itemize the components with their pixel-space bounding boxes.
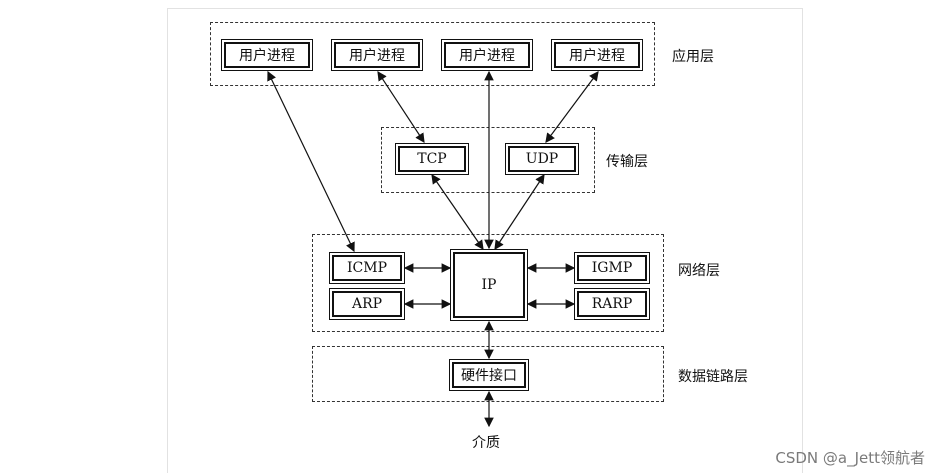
igmp-box: IGMP [574,252,650,284]
arrow-udp-ip [494,173,545,251]
icmp-box: ICMP [329,252,405,284]
hardware-interface-box: 硬件接口 [449,359,529,391]
user-process-box-3: 用户进程 [441,39,533,71]
tcp-box: TCP [395,143,469,175]
user-process-box-2: 用户进程 [331,39,423,71]
application-layer-box [210,22,655,86]
user-process-box-4: 用户进程 [551,39,643,71]
arrow-process4-udp [545,71,599,143]
udp-box: UDP [505,143,579,175]
medium-label: 介质 [472,435,500,451]
user-process-box-1: 用户进程 [221,39,313,71]
transport-layer-label: 传输层 [606,154,648,170]
csdn-watermark: CSDN @a_Jett领航者 [775,449,925,467]
network-layer-label: 网络层 [678,263,720,279]
arrow-process2-tcp [377,70,425,144]
datalink-layer-label: 数据链路层 [678,369,748,385]
arrow-tcp-ip [431,174,484,250]
arrow-process1-icmp [267,70,355,253]
rarp-box: RARP [574,288,650,320]
application-layer-label: 应用层 [672,49,714,65]
ip-box: IP [450,249,528,321]
arp-box: ARP [329,288,405,320]
